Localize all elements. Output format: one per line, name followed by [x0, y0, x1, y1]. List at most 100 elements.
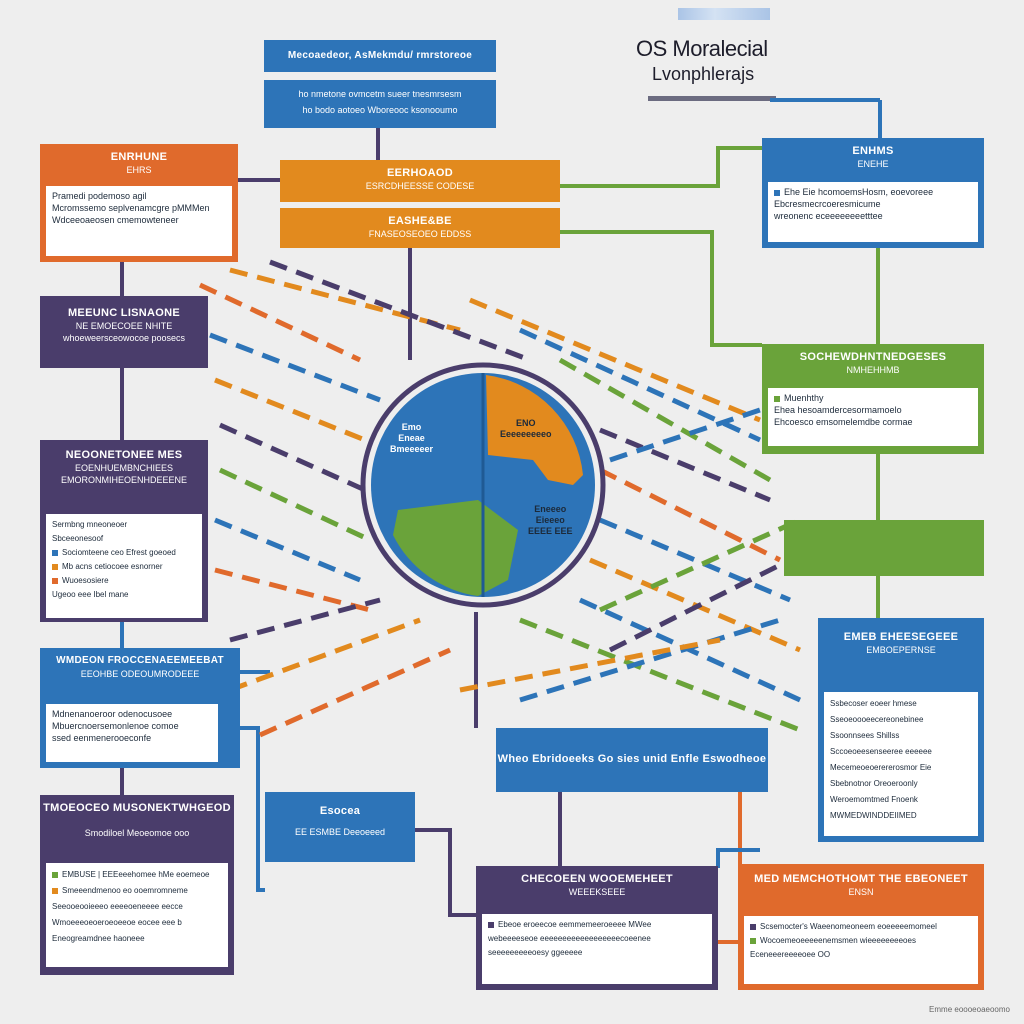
green-right-line3: Ehcoesco emsomelemdbe cormae — [774, 417, 913, 427]
purple-3-line4: Wmoeeeoeoeroeoeeoe eocee eee b — [52, 918, 182, 927]
purple-3-line1: EMBUSE | EEEeeehomee hMe eoemeoe — [52, 867, 222, 883]
amber-1-sub: ESRCDHEESSE CODESE — [365, 181, 475, 191]
orange-left-card[interactable]: ENRHUNE EHRS Pramedi podemoso agil Mcrom… — [40, 144, 238, 262]
bullet-icon — [774, 395, 780, 402]
green-right-sub: NMHEHHMB — [846, 365, 900, 375]
green-right-line2: Ehea hesoamdercesormamoelo — [774, 405, 902, 415]
blue-left-line2: Mbuercnoersemonlenoe comoe — [52, 721, 179, 731]
purple-4-line2: webeeeeseoe eeeeeeeeeeeeeeeeeecoeenee — [488, 934, 651, 943]
purple-2-content: Sermbng mneoneoer Sbceeonesoof Sociomtee… — [46, 514, 202, 618]
diagram-title: OS Moralecial — [636, 36, 768, 61]
blue-right-card-2[interactable]: EMEB EHEESEGEEE EMBOEPERNSE Ssbecoser eo… — [818, 618, 984, 842]
top-accent-strip — [678, 8, 770, 20]
purple-2-sub: EOENHUEMBNCHIEES — [74, 463, 173, 473]
green-right-bar — [784, 520, 984, 576]
orange-right-card[interactable]: MED MEMCHOTHOMT THE EBEONEET ENSN Scsemo… — [738, 864, 984, 990]
amber-1-title: EERHOAOD — [387, 167, 453, 179]
blue-right-2-line8: MWMEDWINDDEIIMED — [830, 811, 917, 820]
purple-3-line5: Eneogreamdnee haoneee — [52, 934, 145, 943]
purple-4-sub: WEEEKSEEE — [568, 887, 626, 897]
purple-card-1[interactable]: MEEUNC LISNAONE NE EMOECOEE NHITE whoewe… — [40, 296, 208, 368]
purple-4-line3: seeeeeeeeeoesy ggeeeee — [488, 948, 583, 957]
blue-right-2-line1: Ssbecoser eoeer hmese — [830, 699, 917, 708]
purple-3-title: TMOEOCEO MUSONEKTWHGEOD — [43, 802, 231, 814]
globe-icon — [360, 362, 606, 608]
title-underline — [648, 96, 776, 101]
orange-right-line1: Scsemocter's Waeenomeoneem eoeeeeemomeel — [750, 920, 972, 934]
purple-2-line5: Mb acns cetiocoee esnorner — [52, 560, 196, 574]
blue-left-line3: ssed eenmenerooeconfe — [52, 733, 152, 743]
bullet-icon — [52, 577, 58, 584]
purple-2-line4: Sociomteene ceo Efrest goeoed — [52, 546, 196, 560]
orange-right-content: Scsemocter's Waeenomeoneem eoeeeeemomeel… — [744, 916, 978, 984]
blue-right-2-content: Ssbecoser eoeer hmese Sseoeoooeecereoneb… — [824, 692, 978, 836]
blue-left-content: Mdnenanoeroor odenocusoee Mbuercnoersemo… — [46, 704, 218, 762]
corner-credit: Emme eoooeoaeoomo — [929, 1005, 1010, 1014]
top-blue-title: Mecoaedeor, AsMekmdu/ rmrstoreoe — [287, 50, 473, 61]
orange-left-content: Pramedi podemoso agil Mcromssemo seplven… — [46, 186, 232, 256]
orange-right-title: MED MEMCHOTHOMT THE EBEONEET — [754, 873, 968, 885]
center-blue-banner[interactable]: Wheo Ebridoeeks Go sies unid Enfle Eswod… — [496, 728, 768, 792]
bullet-icon — [488, 921, 494, 928]
center-blue-title: Wheo Ebridoeeks Go sies unid Enfle Eswod… — [497, 753, 767, 765]
blue-right-2-line5: Mecemeoeoerererosmor Eie — [830, 763, 932, 772]
blue-right-2-sub: EMBOEPERNSE — [866, 645, 936, 655]
orange-left-sub: EHRS — [126, 165, 152, 175]
bullet-icon — [52, 549, 58, 556]
bullet-icon — [774, 189, 780, 196]
purple-1-title: MEEUNC LISNAONE — [67, 307, 181, 319]
blue-right-top-line1: Ehe Eie hcomoemsHosm, eoevoreee — [774, 186, 972, 198]
top-blue-detail-box[interactable]: ho nmetone ovmcetm sueer tnesmrsesm ho b… — [264, 80, 496, 128]
blue-right-2-line3: Ssoonnsees Shillss — [830, 731, 900, 740]
blue-left-card[interactable]: WMDEON FROCCENAEEMEEBAT EEOHBE ODEOUMROD… — [40, 648, 240, 768]
orange-left-line3: Wdceeoaeosen cmemowteneer — [52, 215, 179, 225]
purple-3-sub: Smodiloel Meoeomoe ooo — [84, 828, 190, 838]
purple-4-title: CHECOEEN WOOEMEHEET — [521, 873, 673, 885]
purple-3-line2: Smeeendmenoo eo ooemromneme — [52, 883, 222, 899]
purple-card-2[interactable]: NEOONETONEE MES EOENHUEMBNCHIEES EMORONM… — [40, 440, 208, 622]
purple-2-line1: EMORONMIHEOENHDEEENE — [60, 475, 187, 485]
purple-1-sub: NE EMOECOEE NHITE — [75, 321, 173, 331]
orange-left-title: ENRHUNE — [110, 151, 168, 163]
purple-card-3[interactable]: TMOEOCEO MUSONEKTWHGEOD Smodiloel Meoeom… — [40, 795, 234, 975]
blue-right-top-line3: wreonenc eceeeeeeeetttee — [774, 211, 883, 221]
blue-right-2-line7: Weroemomtmed Fnoenk — [830, 795, 918, 804]
amber-card-2[interactable]: EASHE&BE FNASEOSEOEO EDDSS — [280, 208, 560, 248]
top-blue-line1: ho nmetone ovmcetm sueer tnesmrsesm — [298, 89, 462, 99]
blue-right-2-title: EMEB EHEESEGEEE — [843, 631, 959, 643]
blue-right-top-line2: Ebcresmecrcoeresmicume — [774, 199, 881, 209]
orange-left-line1: Pramedi podemoso agil — [52, 191, 147, 201]
blue-right-top-card[interactable]: ENHMS ENEHE Ehe Eie hcomoemsHosm, eoevor… — [762, 138, 984, 248]
bullet-icon — [750, 937, 756, 944]
amber-2-sub: FNASEOSEOEO EDDSS — [368, 229, 472, 239]
purple-2-line7: Ugeoo eee Ibel mane — [52, 590, 129, 599]
green-right-card[interactable]: SOCHEWDHNTNEDGESES NMHEHHMB Muenhthy Ehe… — [762, 344, 984, 454]
bullet-icon — [750, 923, 756, 930]
purple-4-content: Ebeoe eroeecoe eemmemeeroeeee MWee webee… — [482, 914, 712, 984]
orange-right-line3: Eceneeereeeeoee OO — [750, 950, 831, 959]
blue-left-title: WMDEON FROCCENAEEMEEBAT — [56, 655, 224, 666]
purple-card-4[interactable]: CHECOEEN WOOEMEHEET WEEEKSEEE Ebeoe eroe… — [476, 866, 718, 990]
green-right-line1: Muenhthy — [774, 392, 972, 404]
blue-small-card[interactable]: Esocea EE ESMBE Deeoeeed — [265, 792, 415, 862]
purple-2-line2: Sermbng mneoneoer — [52, 520, 128, 529]
purple-3-line3: Seeooeooieeeo eeeeoeneeee eecce — [52, 902, 183, 911]
blue-left-sub: EEOHBE ODEOUMRODEEE — [80, 669, 200, 679]
bullet-icon — [52, 871, 58, 878]
purple-2-title: NEOONETONEE MES — [65, 449, 183, 461]
amber-card-1[interactable]: EERHOAOD ESRCDHEESSE CODESE — [280, 160, 560, 202]
purple-3-content: EMBUSE | EEEeeehomee hMe eoemeoe Smeeend… — [46, 863, 228, 967]
purple-4-line1: Ebeoe eroeecoe eemmemeeroeeee MWee — [488, 918, 706, 932]
top-blue-title-box[interactable]: Mecoaedeor, AsMekmdu/ rmrstoreoe — [264, 40, 496, 72]
purple-2-line3: Sbceeonesoof — [52, 534, 104, 543]
orange-left-line2: Mcromssemo seplvenamcgre pMMMen — [52, 203, 210, 213]
blue-right-2-line6: Sbebnotnor Oreoeroonly — [830, 779, 918, 788]
blue-right-2-line2: Sseoeoooeecereonebinee — [830, 715, 924, 724]
blue-right-top-title: ENHMS — [852, 145, 894, 157]
orange-right-sub: ENSN — [848, 887, 874, 897]
bullet-icon — [52, 563, 58, 570]
